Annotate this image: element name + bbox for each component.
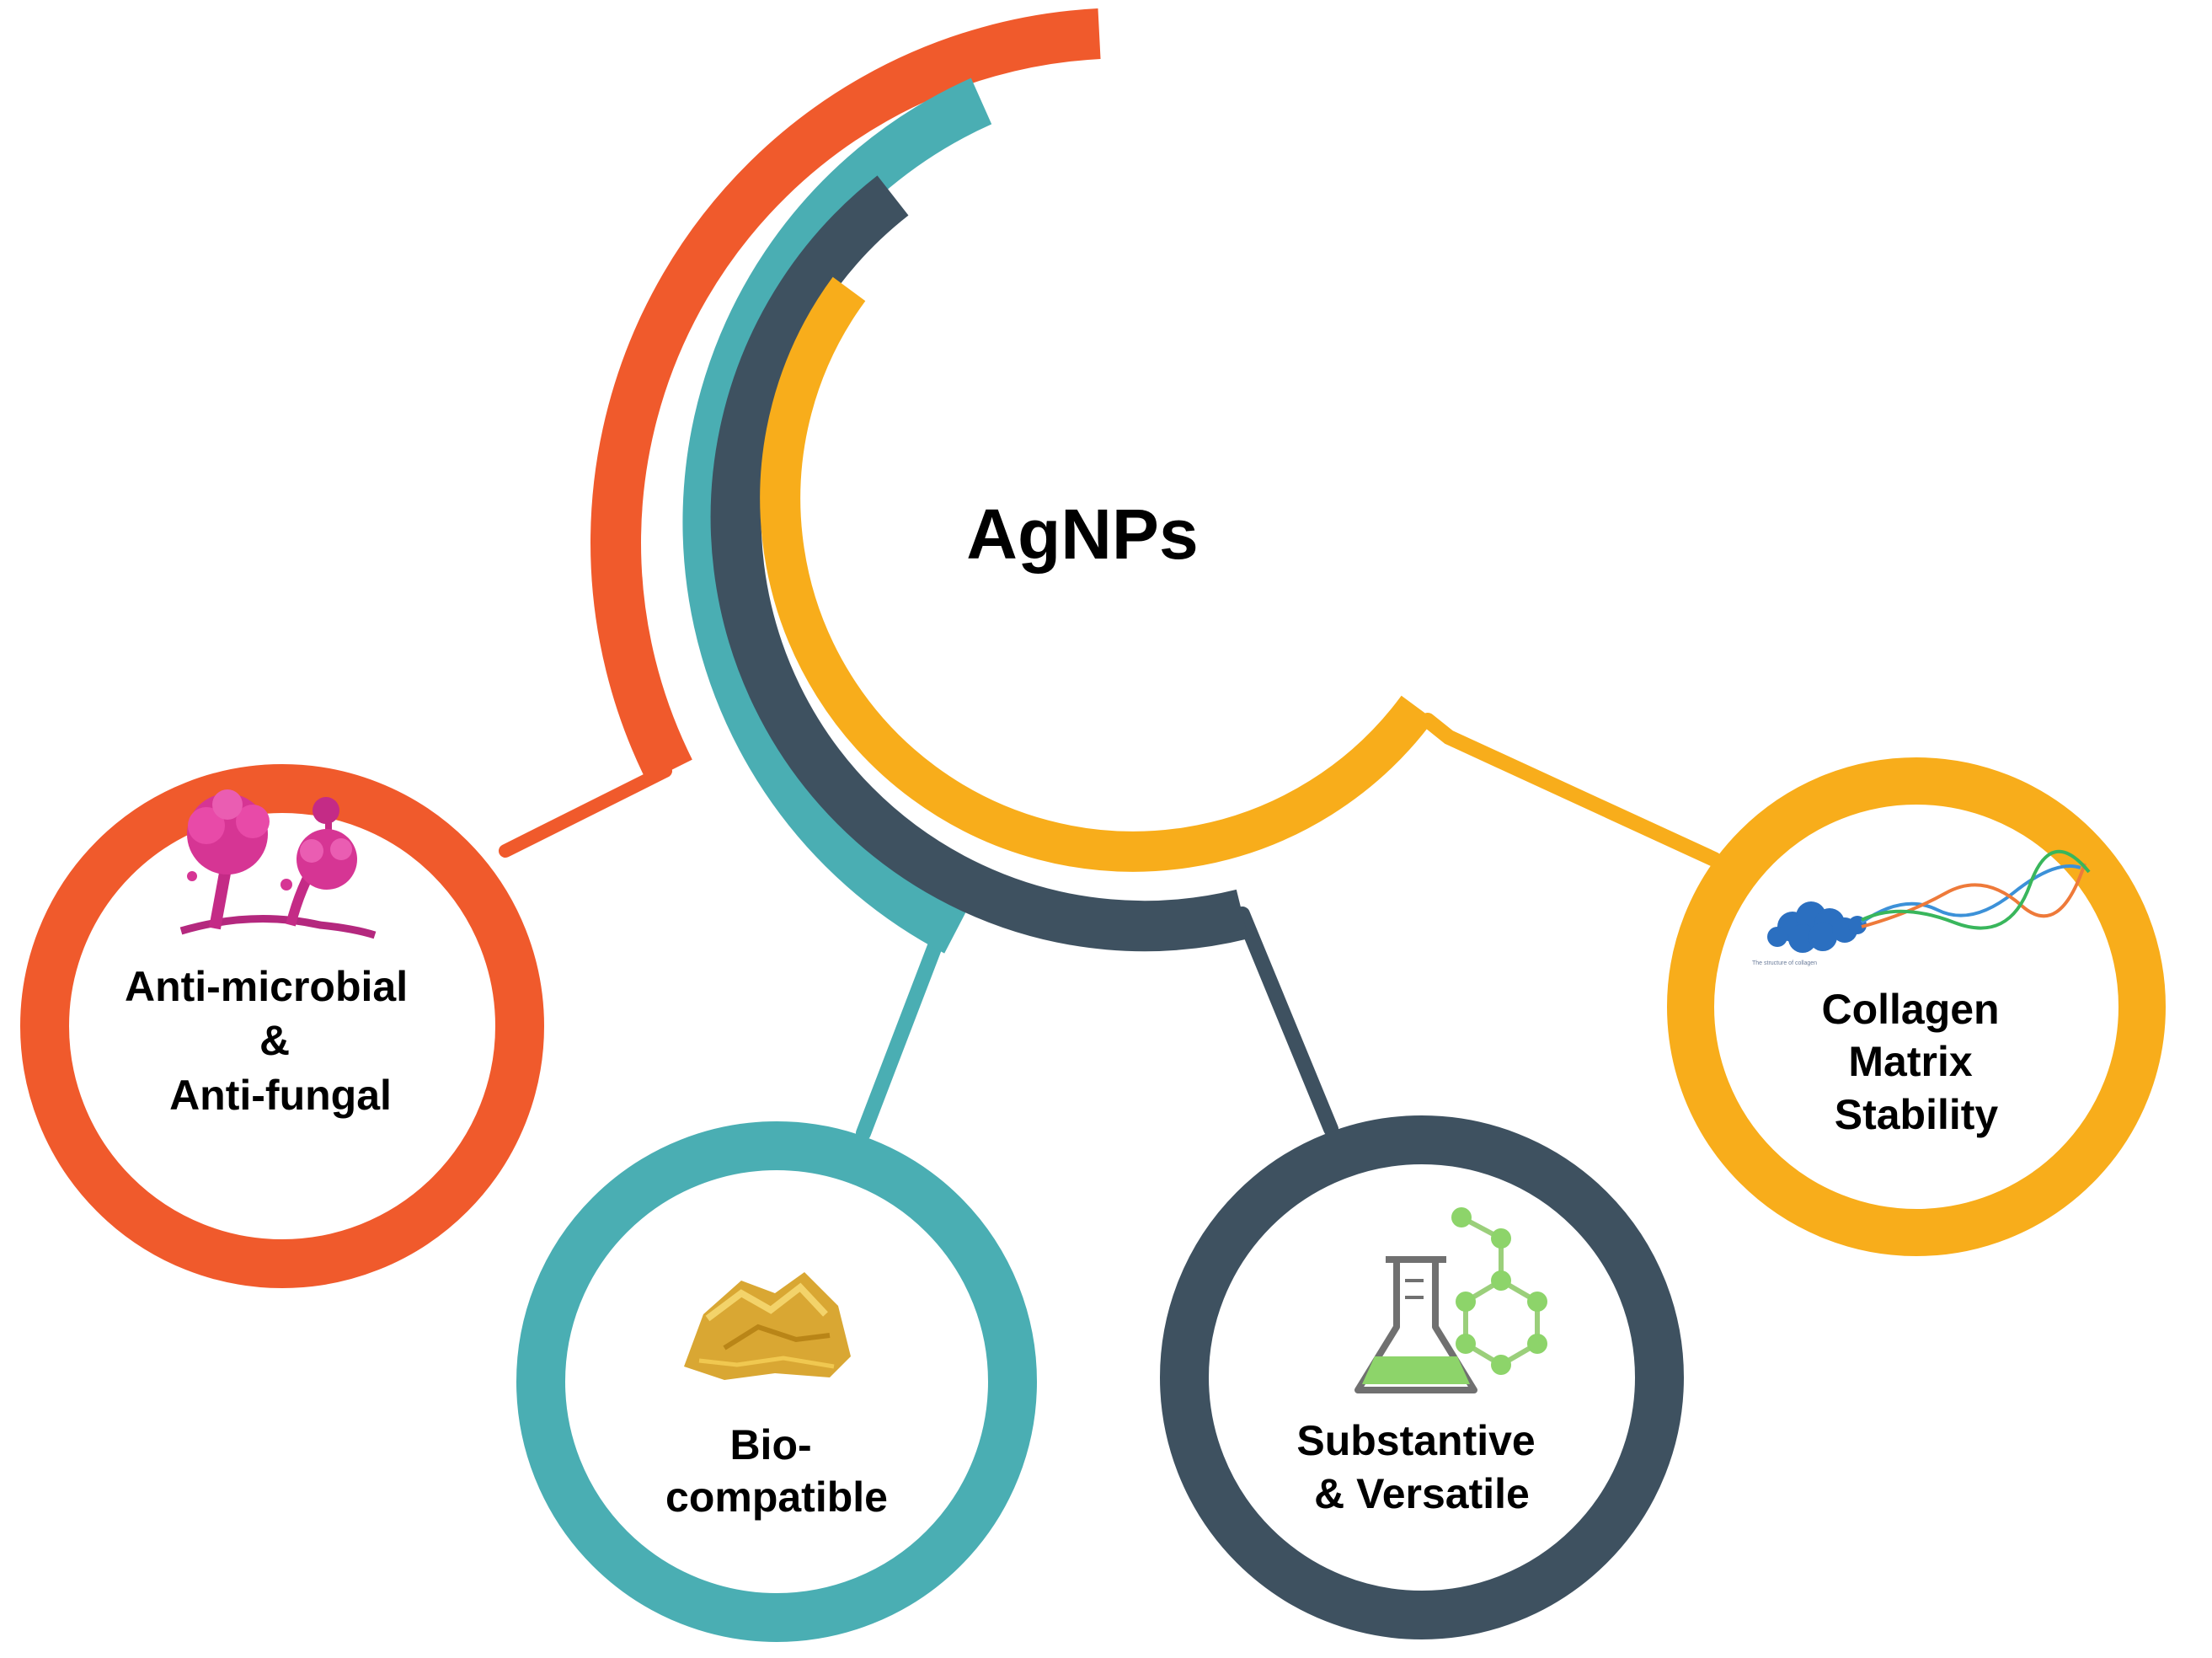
- node-collagen: The structure of collagen Collagen Matri…: [1667, 757, 2166, 1256]
- hub-arc-orange: [590, 8, 1101, 783]
- flask-molecule-icon: [1354, 1207, 1547, 1393]
- node-label-substantive: Substantive & Versatile: [1296, 1417, 1547, 1517]
- center-title: AgNPs: [966, 495, 1198, 574]
- node-biocompatible: Bio- compatible: [516, 1121, 1037, 1642]
- gold-nugget-image: [684, 1272, 851, 1380]
- collagen-helix-image: The structure of collagen: [1752, 849, 2091, 966]
- node-label-biocompatible: Bio- compatible: [665, 1421, 888, 1521]
- hub-arc-slate: [710, 175, 1249, 952]
- node-ring-collagen: [1667, 757, 2166, 1256]
- node-label-antimicrobial: Anti-microbial & Anti-fungal: [125, 963, 419, 1119]
- connector-substantive: [1235, 907, 1338, 1137]
- connector-antimicrobial: [499, 764, 672, 858]
- hub-arc-yellow: [760, 276, 1435, 872]
- hub-arc-teal: [682, 78, 992, 954]
- connector-biocompatible: [856, 928, 947, 1141]
- node-ring-antimicrobial: [20, 764, 544, 1288]
- node-antimicrobial: Anti-microbial & Anti-fungal: [20, 764, 544, 1288]
- node-label-collagen: Collagen Matrix Stability: [1821, 986, 2011, 1138]
- svg-text:The structure of collagen: The structure of collagen: [1752, 960, 1817, 966]
- node-ring-biocompatible: [516, 1121, 1037, 1642]
- fungus-spores-image: [179, 789, 377, 939]
- node-substantive: Substantive & Versatile: [1160, 1115, 1684, 1639]
- connector-collagen: [1420, 713, 1722, 867]
